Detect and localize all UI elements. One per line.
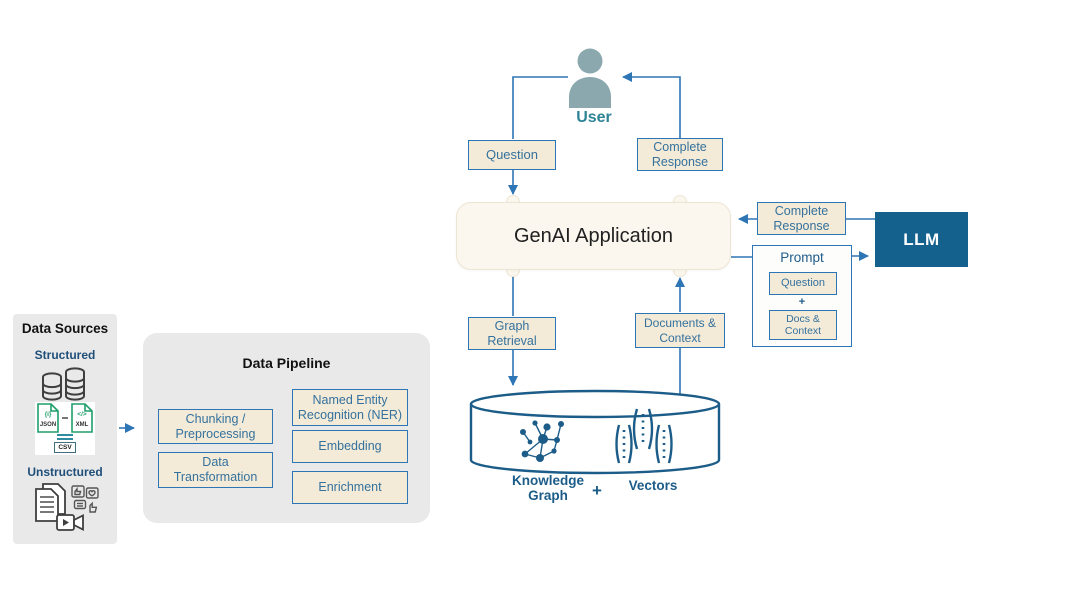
question-box: Question xyxy=(468,140,556,170)
genai-application-node: GenAI Application xyxy=(456,202,731,270)
documents-context-box: Documents & Context xyxy=(635,313,725,348)
pipeline-step-chunking: Chunking / Preprocessing xyxy=(158,409,273,444)
documents-icon xyxy=(34,483,68,522)
prompt-plus: + xyxy=(798,296,806,308)
datastore-plus: + xyxy=(592,481,602,500)
complete-response-llm-box: Complete Response xyxy=(757,202,846,235)
prompt-title: Prompt xyxy=(780,250,824,265)
prompt-group: Prompt Question + Docs & Context xyxy=(752,245,852,347)
complete-response-user-box: Complete Response xyxy=(637,138,723,171)
data-sources-panel: Data Sources Structured xyxy=(13,314,117,544)
graph-retrieval-box: Graph Retrieval xyxy=(468,317,556,350)
json-file-icon: {i} JSON xyxy=(36,403,60,433)
xml-file-icon: </> XML xyxy=(70,403,94,433)
data-pipeline-title: Data Pipeline xyxy=(242,355,331,371)
knowledge-graph-icon xyxy=(516,415,570,463)
structured-label: Structured xyxy=(34,348,96,362)
video-camera-icon xyxy=(56,513,84,532)
pipeline-step-embedding: Embedding xyxy=(292,430,408,463)
knowledge-graph-label: Knowledge Graph xyxy=(511,473,584,503)
data-pipeline-panel: Data Pipeline Chunking / Preprocessing D… xyxy=(143,333,430,523)
pipeline-step-ner: Named Entity Recognition (NER) xyxy=(292,389,408,426)
edge-response-to-user xyxy=(622,72,681,138)
user-icon xyxy=(566,48,614,108)
json-xml-connector xyxy=(62,417,68,419)
database-icon xyxy=(41,372,63,402)
database-cylinder xyxy=(467,388,723,480)
pipeline-step-enrichment: Enrichment xyxy=(292,471,408,504)
unstructured-label: Unstructured xyxy=(27,465,103,479)
csv-file-icon: CSV xyxy=(52,432,78,454)
llm-node: LLM xyxy=(875,212,968,267)
prompt-question-box: Question xyxy=(769,272,837,295)
data-sources-title: Data Sources xyxy=(21,321,109,336)
social-media-icon xyxy=(71,485,99,513)
pipeline-step-data-transformation: Data Transformation xyxy=(158,452,273,488)
edge-user-to-question xyxy=(512,76,568,139)
user-label: User xyxy=(576,109,612,126)
vectors-icon xyxy=(612,407,674,465)
vectors-label: Vectors xyxy=(628,478,678,493)
prompt-docs-context-box: Docs & Context xyxy=(769,310,837,340)
database-icon xyxy=(64,367,86,402)
